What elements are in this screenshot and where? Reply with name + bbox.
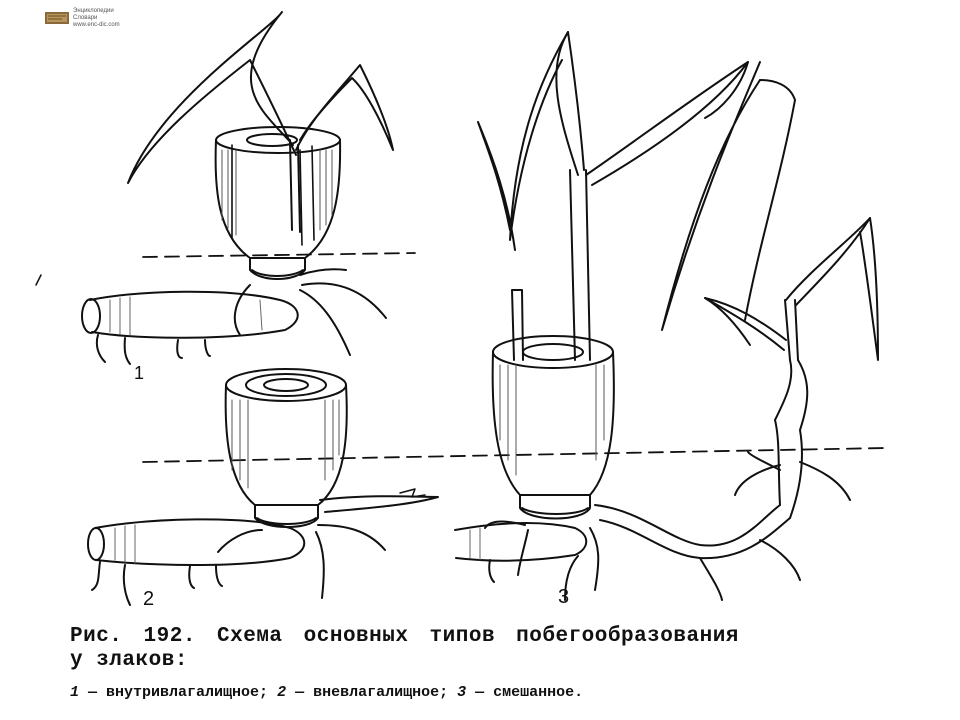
node-rings xyxy=(519,494,591,520)
sheath-slit xyxy=(231,144,315,246)
figure-label-2: 2 xyxy=(143,588,155,610)
scheme-3-mixed xyxy=(454,31,879,601)
leaf xyxy=(744,79,796,321)
leaf xyxy=(477,121,516,251)
young-shoot xyxy=(511,289,524,361)
leaf xyxy=(785,217,871,306)
roots xyxy=(484,451,851,601)
caption-title: Рис. 192. Схема основных типов побегообр… xyxy=(70,625,739,648)
logo-line-2: Словари xyxy=(73,14,98,21)
sheath-body xyxy=(491,351,615,496)
stem xyxy=(289,139,301,233)
logo-text: Энциклопедии Словари www.enc-dic.com xyxy=(73,8,120,29)
site-logo[interactable]: Энциклопедии Словари www.enc-dic.com xyxy=(44,7,140,29)
sheath-top xyxy=(215,126,341,154)
scheme-2-extravaginal xyxy=(87,368,439,606)
scheme-1-intravaginal xyxy=(81,11,394,365)
caption-subtitle: у злаков: xyxy=(70,649,188,672)
leaf xyxy=(661,61,761,331)
rhizome-end xyxy=(87,527,105,561)
caption-legend: 1 — внутривлагалищное; 2 — вневлагалищно… xyxy=(70,683,900,703)
sheath-body xyxy=(214,139,342,259)
figure-label-3: 3 xyxy=(558,586,570,608)
inner-ring-1 xyxy=(245,373,327,397)
inner-ring xyxy=(522,343,584,361)
horizontal-rhizome xyxy=(594,504,791,560)
lateral-shoot xyxy=(319,495,439,513)
sheath-body xyxy=(224,384,348,506)
lateral-stem xyxy=(774,359,809,519)
stray-mark xyxy=(35,274,42,286)
rhizome-shading xyxy=(114,524,136,564)
node-rings xyxy=(249,257,306,280)
rhizome-shading xyxy=(109,296,263,336)
leaf xyxy=(585,61,749,186)
legend-number-3: 3 xyxy=(457,684,467,701)
book-logo-icon xyxy=(45,12,69,24)
leaf xyxy=(127,11,297,184)
roots xyxy=(91,524,386,606)
legend-text-2: — вневлагалищное; xyxy=(286,684,458,701)
hatching xyxy=(499,364,605,476)
legend-number-1: 1 xyxy=(70,684,80,701)
soil-line-2 xyxy=(142,447,886,463)
leaf xyxy=(509,31,569,241)
figure-caption: Рис. 192. Схема основных типов побегообр… xyxy=(70,625,900,703)
stem xyxy=(569,169,591,361)
stem xyxy=(784,299,799,361)
legend-text-1: — внутривлагалищное; xyxy=(79,684,278,701)
legend-number-2: 2 xyxy=(277,684,287,701)
rhizome xyxy=(89,290,299,339)
rhizome xyxy=(454,521,588,562)
rhizome-shading xyxy=(469,527,481,561)
sheath-top xyxy=(492,335,614,369)
leaf xyxy=(555,31,585,176)
rhizome-end xyxy=(81,298,101,334)
legend-text-3: — смешанное. xyxy=(466,684,584,701)
figure-label-1: 1 xyxy=(134,363,145,383)
logo-line-3: www.enc-dic.com xyxy=(73,21,120,28)
hatching xyxy=(231,399,340,489)
inner-ring-2 xyxy=(263,378,309,392)
roots xyxy=(95,268,387,365)
leaf xyxy=(859,217,879,361)
leaf xyxy=(295,64,394,151)
leaf xyxy=(704,297,751,346)
shoot-tip xyxy=(399,488,426,498)
rhizome xyxy=(94,518,306,566)
hatching xyxy=(221,149,333,236)
inner-sheath-top xyxy=(246,133,298,147)
soil-line-1 xyxy=(142,252,416,258)
logo-line-1: Энциклопедии xyxy=(73,7,114,14)
